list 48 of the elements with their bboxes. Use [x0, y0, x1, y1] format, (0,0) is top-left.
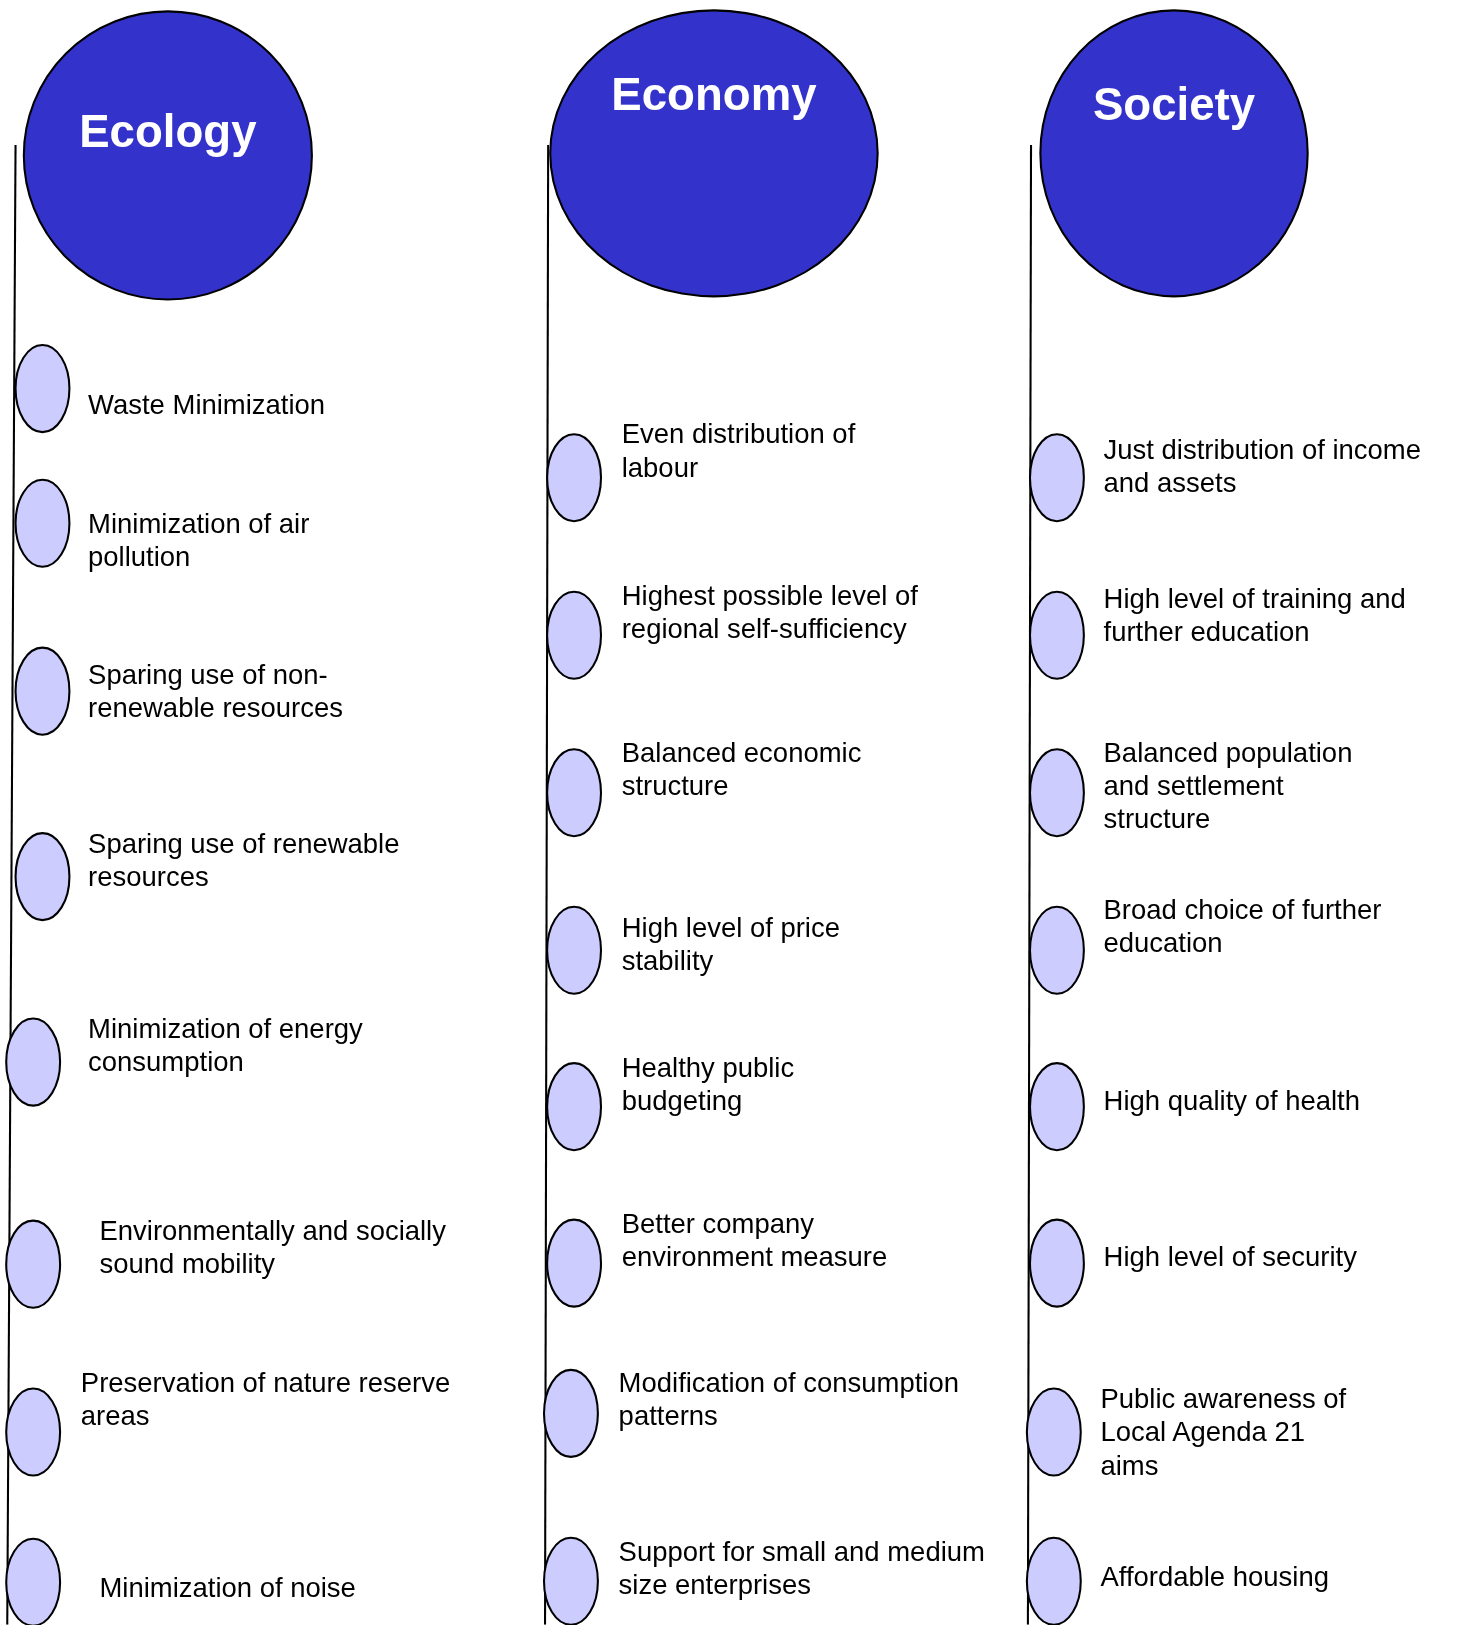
item-label: Better company environment measure [621, 1207, 889, 1274]
item-label: Environmentally and socially sound mobility [99, 1214, 447, 1281]
item-label: Highest possible level of regional self-sufficiency [621, 579, 919, 646]
item-label: Even distribution of labour [621, 417, 857, 484]
bullet-ellipse [542, 1368, 599, 1458]
item-label: High level of training and further education [1103, 582, 1407, 649]
item-label: High quality of health [1103, 1083, 1361, 1117]
topic-title: Ecology [78, 106, 258, 157]
item-label: Healthy public budgeting [621, 1050, 796, 1117]
bullet-ellipse [14, 478, 71, 568]
bullet-ellipse [1025, 1387, 1082, 1477]
item-label: Broad choice of further education [1103, 893, 1383, 960]
item-label: Public awareness of Local Agenda 21 aims [1100, 1382, 1348, 1482]
bullet-ellipse [1028, 1062, 1085, 1152]
bullet-ellipse [546, 1062, 603, 1152]
bullet-ellipse [5, 1017, 62, 1107]
bullet-ellipse [546, 748, 603, 838]
bullet-ellipse [1028, 590, 1085, 680]
bullet-ellipse [546, 433, 603, 523]
item-label: Waste Minimization [88, 388, 327, 422]
bullet-ellipse [546, 1218, 603, 1308]
topic-title: Economy [610, 69, 818, 120]
item-label: Minimization of energy consumption [88, 1012, 364, 1079]
bullet-ellipse [1028, 1218, 1085, 1308]
bullet-ellipse [5, 1219, 62, 1309]
bullet-ellipse [5, 1387, 62, 1477]
bullet-ellipse [14, 832, 71, 922]
item-label: Balanced population and settlement structure [1103, 735, 1354, 836]
item-label: Minimization of noise [99, 1570, 357, 1605]
item-label: Preservation of nature reserve areas [80, 1365, 452, 1433]
item-label: Sparing use of non-renewable resources [88, 658, 344, 725]
bullet-ellipse [14, 344, 71, 434]
bullet-ellipse [1028, 433, 1085, 523]
item-label: High level of security [1103, 1240, 1358, 1274]
item-label: Minimization of air pollution [88, 506, 311, 573]
bullet-ellipse [1028, 748, 1085, 838]
item-label: Sparing use of renewable resources [88, 826, 401, 894]
item-label: Modification of consumption patterns [618, 1365, 960, 1433]
item-label: High level of price stability [621, 910, 841, 978]
item-label: Support for small and medium size enterprises [618, 1534, 986, 1601]
item-label: Just distribution of income and assets [1103, 433, 1422, 500]
item-label: Affordable housing [1100, 1560, 1330, 1594]
bullet-ellipse [546, 905, 603, 995]
bullet-ellipse [1028, 905, 1085, 995]
topic-title: Society [1091, 79, 1257, 130]
bullet-ellipse [14, 646, 71, 736]
bullet-ellipse [546, 590, 603, 680]
item-label: Balanced economic structure [621, 735, 863, 802]
